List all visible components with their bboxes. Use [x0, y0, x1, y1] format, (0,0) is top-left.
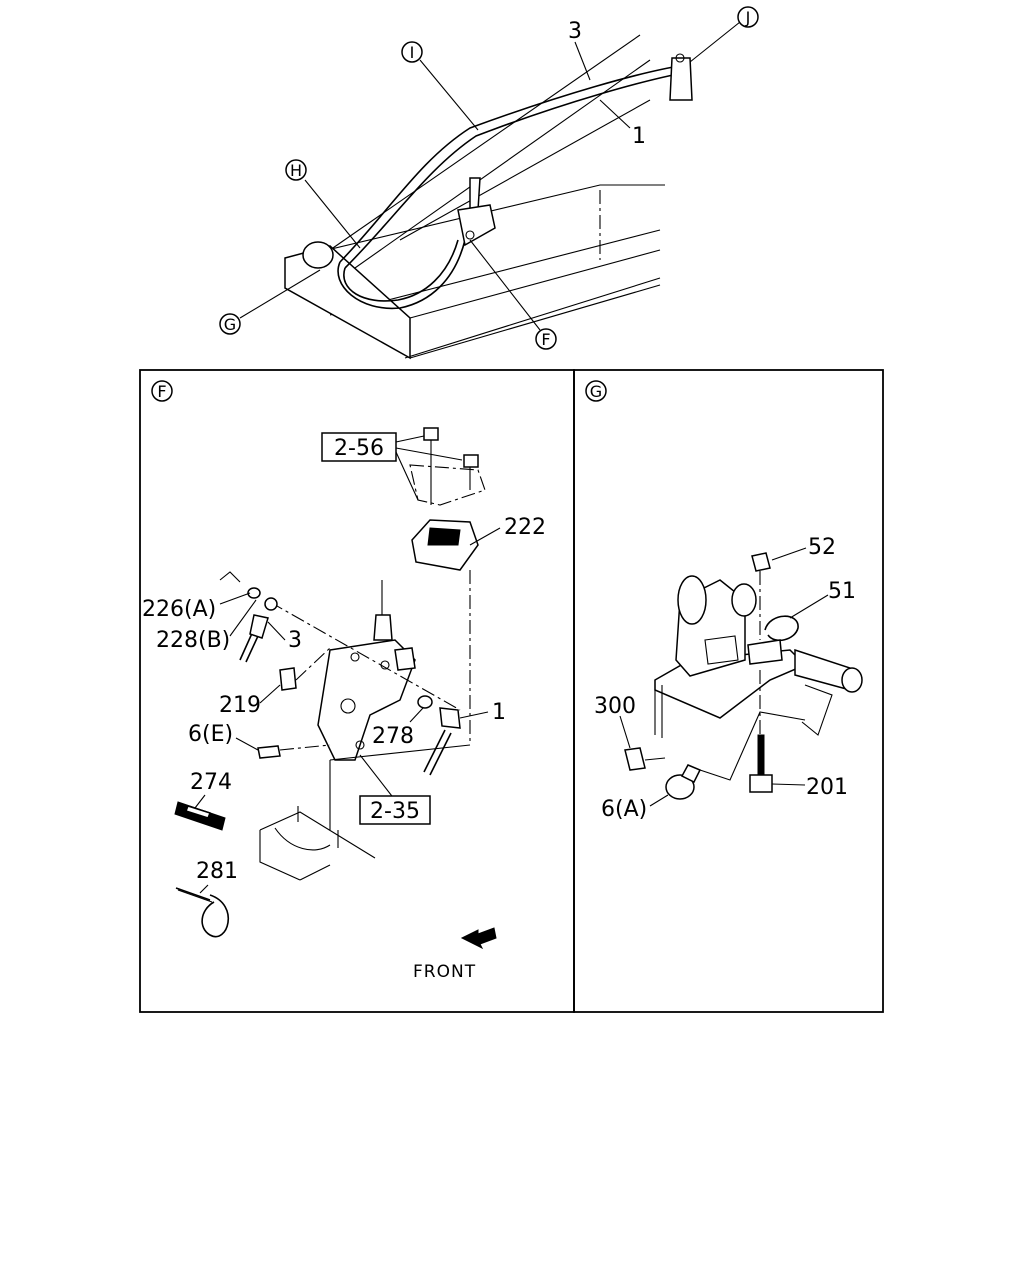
callout-i-label: I	[410, 43, 415, 62]
panel-g-frame	[573, 369, 884, 1013]
label-228b: 228(B)	[156, 628, 230, 653]
label-278: 278	[372, 724, 414, 749]
label-52: 52	[808, 535, 836, 560]
svg-text:F: F	[157, 382, 166, 401]
callout-j: J	[737, 6, 759, 28]
callout-h: H	[285, 159, 307, 181]
callout-h-label: H	[290, 161, 302, 180]
label-201: 201	[806, 775, 848, 800]
overview-illustration	[239, 21, 741, 360]
callout-f-label: F	[541, 330, 550, 349]
callout-i: I	[401, 41, 423, 63]
label-6e: 6(E)	[188, 722, 233, 747]
svg-text:2-56: 2-56	[334, 436, 384, 461]
overview-label-3: 3	[568, 19, 582, 44]
ref-box-2-56: 2-56	[321, 432, 397, 462]
label-3: 3	[288, 628, 302, 653]
ref-box-2-35: 2-35	[359, 795, 431, 825]
label-219: 219	[219, 693, 261, 718]
callout-j-label: J	[745, 8, 751, 27]
label-222: 222	[504, 515, 546, 540]
callout-g-label: G	[224, 315, 236, 334]
panel-g-illustration	[619, 547, 863, 807]
svg-text:G: G	[590, 382, 602, 401]
callout-g: G	[219, 313, 241, 335]
label-1: 1	[492, 700, 506, 725]
panel-f-illustration	[174, 427, 501, 950]
label-281: 281	[196, 859, 238, 884]
panel-g-marker: G	[585, 380, 607, 402]
callout-f: F	[535, 328, 557, 350]
panel-f-marker: F	[151, 380, 173, 402]
label-6a: 6(A)	[601, 797, 647, 822]
overview-label-1: 1	[632, 124, 646, 149]
front-label: FRONT	[413, 962, 476, 982]
label-226a: 226(A)	[142, 597, 216, 622]
label-274: 274	[190, 770, 232, 795]
svg-text:2-35: 2-35	[370, 799, 420, 824]
label-51: 51	[828, 579, 856, 604]
label-300: 300	[594, 694, 636, 719]
